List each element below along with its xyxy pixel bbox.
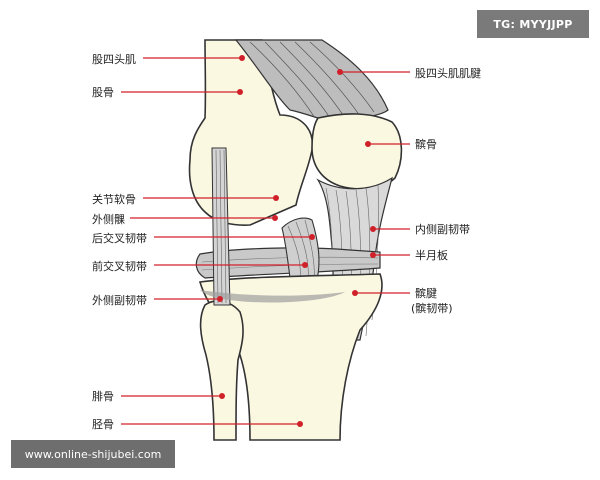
watermark-website: www.online-shijubei.com bbox=[11, 440, 175, 468]
patella-bone bbox=[311, 113, 403, 190]
quadriceps-fibers bbox=[249, 41, 375, 119]
pointer-dot-femur bbox=[237, 89, 243, 95]
watermark-telegram: TG: MYYJJPP bbox=[477, 10, 589, 38]
pointer-dot-patellar_tendon bbox=[352, 290, 358, 296]
pointer-dot-articular_cartilage bbox=[273, 195, 279, 201]
pointer-dot-lateral_condyle bbox=[272, 215, 278, 221]
label-lcl: 外侧副韧带 bbox=[92, 294, 147, 307]
label-acl: 前交叉韧带 bbox=[92, 260, 147, 273]
right-pointer-lines bbox=[337, 69, 410, 296]
label-patella: 髌骨 bbox=[415, 138, 437, 151]
label-mcl: 内侧副韧带 bbox=[415, 223, 470, 236]
label-patellar-ligament: (髌韧带) bbox=[411, 302, 453, 315]
label-patellar-tendon: 髌腱 bbox=[415, 287, 437, 300]
pointer-dot-fibula bbox=[219, 393, 225, 399]
label-fibula: 腓骨 bbox=[92, 390, 114, 403]
pointer-dot-quadriceps_tendon bbox=[337, 69, 343, 75]
pointer-dot-meniscus bbox=[370, 252, 376, 258]
label-lateral-condyle: 外侧髁 bbox=[92, 213, 125, 226]
pointer-dot-acl bbox=[302, 262, 308, 268]
label-meniscus: 半月板 bbox=[415, 249, 448, 262]
label-articular-cartilage: 关节软骨 bbox=[92, 193, 136, 206]
pointer-dot-pcl bbox=[309, 234, 315, 240]
label-femur: 股骨 bbox=[92, 86, 114, 99]
pointer-dot-patella bbox=[365, 141, 371, 147]
label-tibia: 胫骨 bbox=[92, 418, 114, 431]
pointer-dot-lcl bbox=[217, 296, 223, 302]
left-pointer-lines bbox=[121, 55, 315, 427]
pointer-dot-mcl bbox=[370, 226, 376, 232]
fibula-bone bbox=[199, 300, 244, 441]
pointer-dot-quadriceps bbox=[239, 55, 245, 61]
label-pcl: 后交叉韧带 bbox=[92, 232, 147, 245]
label-quadriceps: 股四头肌 bbox=[92, 53, 136, 66]
pointer-dot-tibia bbox=[297, 421, 303, 427]
label-quadriceps-tendon: 股四头肌肌腱 bbox=[415, 67, 481, 80]
